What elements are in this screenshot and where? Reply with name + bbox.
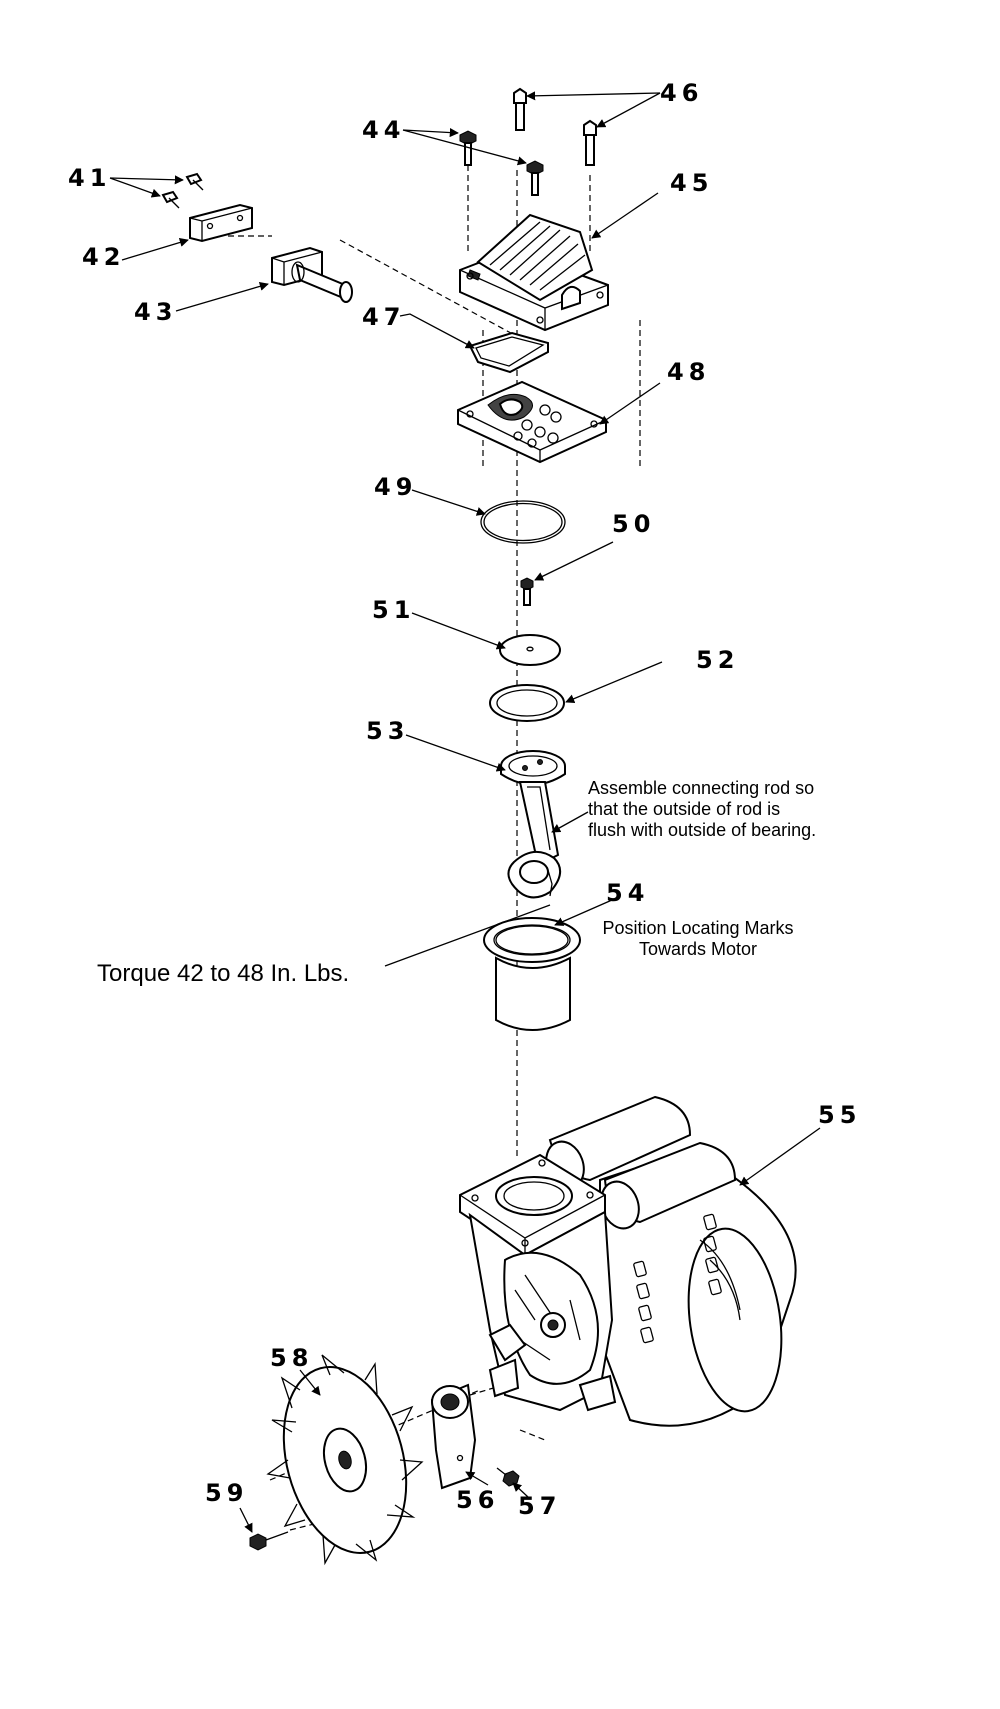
part-45-cylinder-head (459, 213, 609, 332)
callout-54: 54 (606, 879, 649, 907)
part-55-crankcase-motor (459, 1095, 797, 1427)
callout-labels: 41 42 43 44 45 46 47 48 49 50 51 52 53 5… (68, 79, 861, 1520)
locating-marks-note: Position Locating Marks Towards Motor (602, 918, 793, 959)
callout-46: 46 (660, 79, 703, 107)
torque-spec: Torque 42 to 48 In. Lbs. (97, 960, 349, 987)
part-59-bolt (249, 1531, 289, 1551)
callout-45: 45 (670, 169, 713, 197)
part-43-outlet-tube (271, 246, 353, 303)
callout-52: 52 (696, 646, 739, 674)
part-41-screws (161, 172, 204, 209)
callout-53: 53 (366, 717, 409, 745)
part-53-connecting-rod (500, 750, 566, 899)
part-42-plate (189, 203, 253, 243)
callout-44: 44 (362, 116, 405, 144)
part-57-screw (496, 1467, 520, 1487)
part-58-fan (266, 1354, 424, 1566)
callout-47: 47 (362, 303, 405, 331)
part-48-valve-plate (457, 380, 607, 464)
connecting-rod-note: Assemble connecting rod so that the outs… (588, 778, 816, 840)
callout-48: 48 (667, 358, 710, 386)
callout-59: 59 (205, 1479, 248, 1507)
part-50-screw (520, 577, 534, 606)
note-line: Position Locating Marks (602, 918, 793, 938)
note-line: that the outside of rod is (588, 799, 780, 819)
note-line: flush with outside of bearing. (588, 820, 816, 840)
part-56-eccentric (430, 1383, 477, 1490)
part-51-retainer (499, 634, 561, 666)
part-49-o-ring (480, 500, 566, 544)
callout-41: 41 (68, 164, 111, 192)
part-44-bolts (459, 130, 544, 196)
callout-43: 43 (134, 298, 177, 326)
part-52-piston-cup (489, 684, 565, 722)
leader-lines (109, 91, 821, 1533)
callout-51: 51 (372, 596, 415, 624)
callout-56: 56 (456, 1486, 499, 1514)
callout-57: 57 (518, 1492, 561, 1520)
callout-42: 42 (82, 243, 125, 271)
note-line: Towards Motor (639, 939, 757, 959)
callout-55: 55 (818, 1101, 861, 1129)
callout-58: 58 (270, 1344, 313, 1372)
callout-50: 50 (612, 510, 655, 538)
part-46-studs (513, 87, 597, 166)
part-54-cylinder-sleeve (483, 917, 581, 1031)
note-line: Assemble connecting rod so (588, 778, 814, 798)
callout-49: 49 (374, 473, 417, 501)
part-47-head-gasket (468, 331, 549, 374)
